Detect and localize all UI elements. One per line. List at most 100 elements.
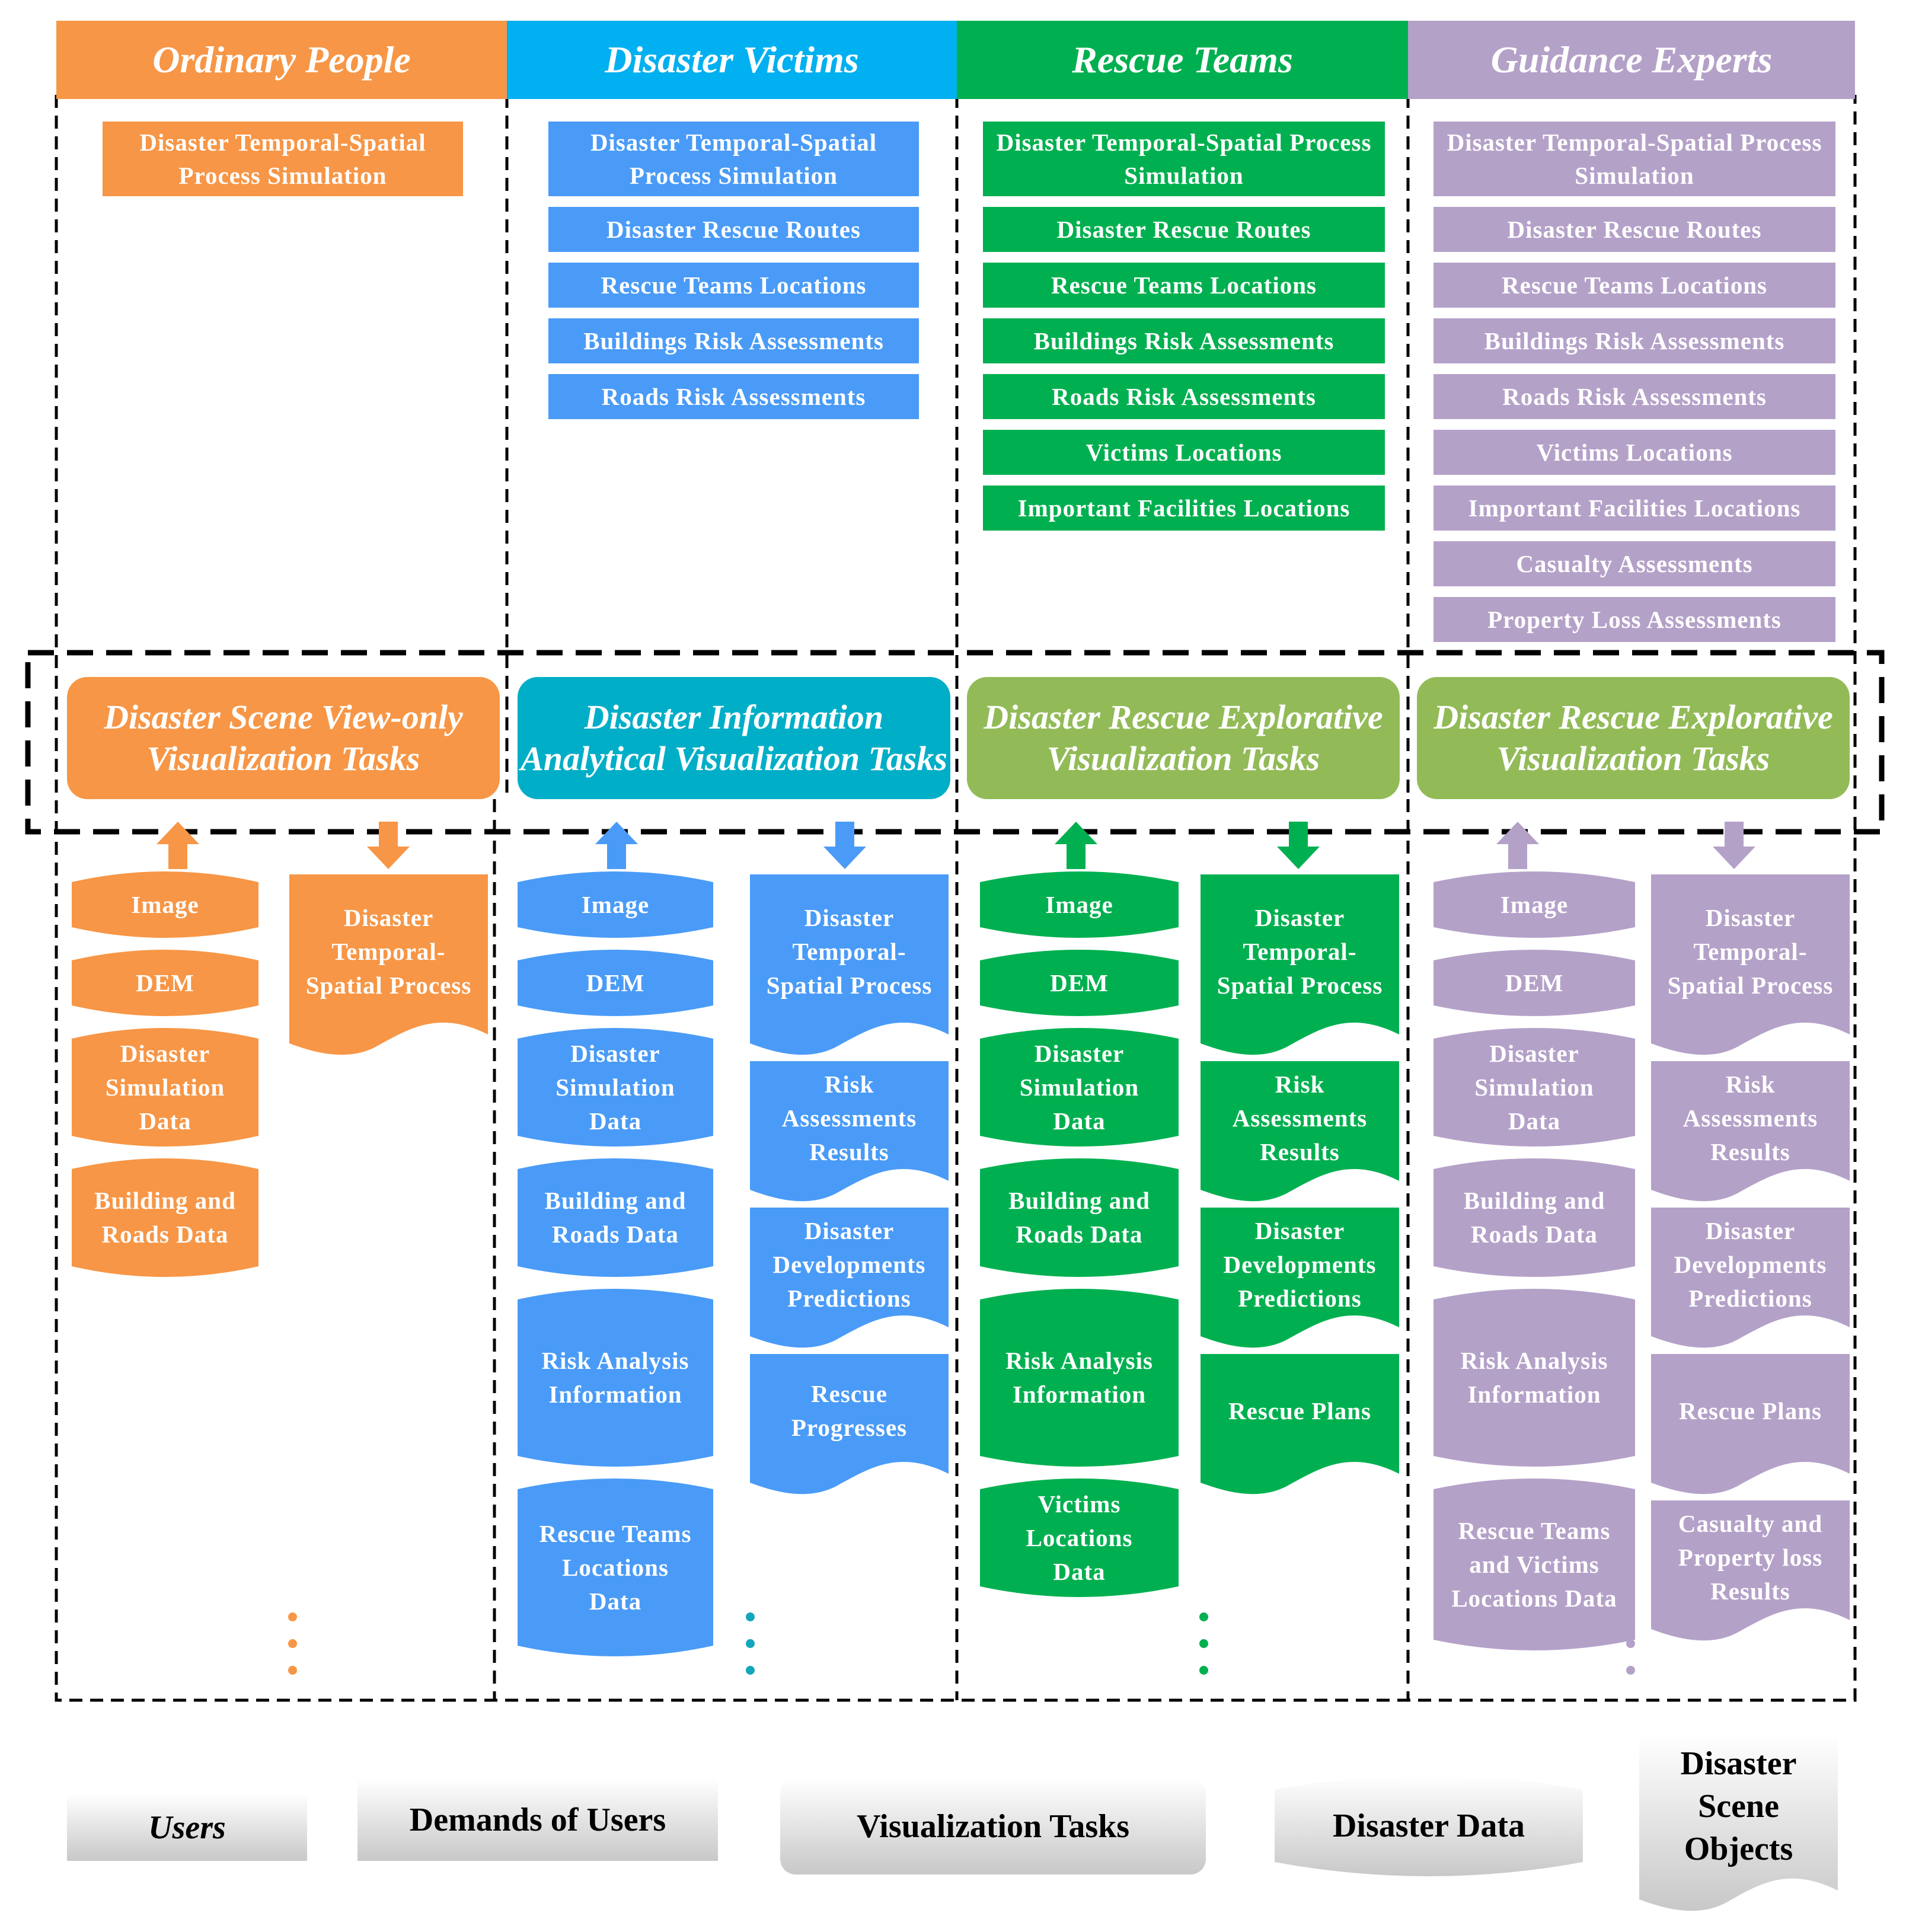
arrow-down-icon (1713, 822, 1755, 869)
demand-label: Buildings Risk Assessments (583, 327, 884, 355)
data-cylinder: Risk Analysis Information (980, 1289, 1179, 1467)
task-label: Disaster Information Analytical Visualiz… (521, 698, 947, 778)
legend-objects: Disaster Scene Objects (1639, 1734, 1838, 1911)
demand-label: Rescue Teams Locations (1502, 272, 1767, 299)
data-cylinder: Image (980, 871, 1179, 938)
ellipsis-dots (1626, 1612, 1635, 1678)
object-label: Risk Assessments Results (781, 1070, 917, 1165)
demand-label: Disaster Temporal-Spatial Process Simula… (590, 129, 877, 189)
arrow-down-icon (823, 822, 866, 869)
demand-item: Casualty Assessments (1434, 541, 1835, 586)
object-label: Disaster Developments Predictions (1223, 1216, 1377, 1312)
data-label: DEM (1050, 969, 1109, 997)
data-cylinder: Victims Locations Data (980, 1478, 1179, 1597)
data-label: Disaster Simulation Data (1474, 1039, 1594, 1135)
data-cylinder: Image (72, 871, 258, 938)
demand-label: Victims Locations (1536, 439, 1733, 466)
data-label: DEM (1505, 969, 1564, 997)
data-cylinder: DEM (1434, 950, 1635, 1016)
header-disaster-victims: Disaster Victims (507, 21, 957, 99)
data-cylinder: Risk Analysis Information (1434, 1289, 1635, 1467)
task-label: Disaster Scene View-only Visualization T… (104, 698, 463, 778)
object-label: Disaster Temporal-Spatial Process (1217, 903, 1383, 999)
legend-label: Demands of Users (409, 1801, 666, 1838)
demand-item: Rescue Teams Locations (548, 263, 919, 308)
data-label: Victims Locations Data (1026, 1490, 1133, 1585)
scene-object-document: Rescue Progresses (750, 1354, 949, 1494)
dot (288, 1666, 297, 1675)
legend-label: Disaster Scene Objects (1680, 1745, 1797, 1867)
demand-label: Rescue Teams Locations (601, 272, 867, 299)
scene-object-document: Disaster Temporal-Spatial Process (289, 874, 488, 1055)
ellipsis-dots (288, 1612, 297, 1678)
data-cylinder: Image (518, 871, 713, 938)
data-label: Image (581, 890, 650, 918)
object-label: Rescue Progresses (791, 1380, 908, 1441)
ellipsis-dots (745, 1612, 755, 1678)
legend-tasks: Visualization Tasks (780, 1778, 1206, 1874)
demand-label: Disaster Rescue Routes (1507, 216, 1762, 243)
legend-label: Visualization Tasks (856, 1808, 1130, 1845)
data-cylinder: Risk Analysis Information (518, 1289, 713, 1467)
dot (1626, 1666, 1635, 1675)
data-label: Image (131, 890, 199, 918)
demand-label: Disaster Temporal-Spatial Process Simula… (1447, 129, 1822, 189)
scene-object-document: Disaster Developments Predictions (1651, 1208, 1850, 1348)
demand-item: Rescue Teams Locations (1434, 263, 1835, 308)
header-guidance-experts: Guidance Experts (1408, 21, 1855, 99)
dot (1626, 1612, 1635, 1621)
data-cylinder: DEM (518, 950, 713, 1016)
demand-item: Buildings Risk Assessments (1434, 318, 1835, 363)
ellipsis-dots (1199, 1612, 1208, 1678)
scene-object-document: Risk Assessments Results (1201, 1061, 1399, 1202)
demand-item: Disaster Rescue Routes (548, 207, 919, 252)
arrow-up-icon (1055, 822, 1097, 869)
demand-label: Important Facilities Locations (1468, 494, 1801, 522)
arrow-down-icon (1277, 822, 1320, 869)
legend-label: Users (148, 1809, 226, 1846)
visualization-task: Disaster Information Analytical Visualiz… (518, 677, 950, 799)
demand-item: Important Facilities Locations (1434, 486, 1835, 531)
dot (288, 1612, 297, 1621)
data-cylinder: Disaster Simulation Data (980, 1028, 1179, 1147)
demand-label: Victims Locations (1086, 439, 1282, 466)
header-title: Ordinary People (152, 39, 411, 81)
demand-item: Disaster Temporal-Spatial Process Simula… (103, 122, 463, 196)
data-label: Building and Roads Data (94, 1187, 236, 1248)
object-label: Rescue Plans (1228, 1397, 1371, 1425)
task-label: Disaster Rescue Explorative Visualizatio… (984, 698, 1383, 778)
scene-object-document: Risk Assessments Results (1651, 1061, 1850, 1202)
visualization-task: Disaster Rescue Explorative Visualizatio… (1417, 677, 1850, 799)
data-label: Risk Analysis Information (1460, 1347, 1608, 1408)
data-cylinder: Building and Roads Data (72, 1158, 258, 1277)
legend-users: Users (67, 1794, 307, 1861)
header-rescue-teams: Rescue Teams (957, 21, 1408, 99)
scene-object-document: Disaster Temporal-Spatial Process (750, 874, 949, 1055)
demand-item: Victims Locations (983, 430, 1385, 475)
object-label: Disaster Temporal-Spatial Process (766, 903, 933, 999)
visualization-task: Disaster Rescue Explorative Visualizatio… (967, 677, 1400, 799)
data-cylinder: Image (1434, 871, 1635, 938)
header-title: Guidance Experts (1490, 39, 1773, 81)
data-cylinder: Building and Roads Data (980, 1158, 1179, 1277)
dot (288, 1639, 297, 1648)
data-cylinder: Rescue Teams Locations Data (518, 1478, 713, 1656)
object-label: Risk Assessments Results (1682, 1070, 1818, 1165)
demand-item: Disaster Temporal-Spatial Process Simula… (548, 122, 919, 196)
data-cylinder: Building and Roads Data (518, 1158, 713, 1277)
data-cylinder: Disaster Simulation Data (72, 1028, 258, 1147)
data-label: Risk Analysis Information (541, 1347, 689, 1408)
object-label: Rescue Plans (1679, 1397, 1822, 1425)
header-title: Disaster Victims (605, 39, 859, 81)
dot (1199, 1612, 1208, 1621)
arrow-up-icon (157, 822, 199, 869)
demand-label: Property Loss Assessments (1487, 606, 1782, 633)
data-label: DEM (586, 969, 645, 997)
arrow-down-icon (367, 822, 410, 869)
demand-item: Rescue Teams Locations (983, 263, 1385, 308)
data-cylinder: DEM (72, 950, 258, 1016)
legend-label: Disaster Data (1332, 1808, 1525, 1844)
demand-label: Disaster Temporal-Spatial Process Simula… (139, 129, 426, 189)
data-label: Rescue Teams Locations Data (539, 1519, 692, 1615)
